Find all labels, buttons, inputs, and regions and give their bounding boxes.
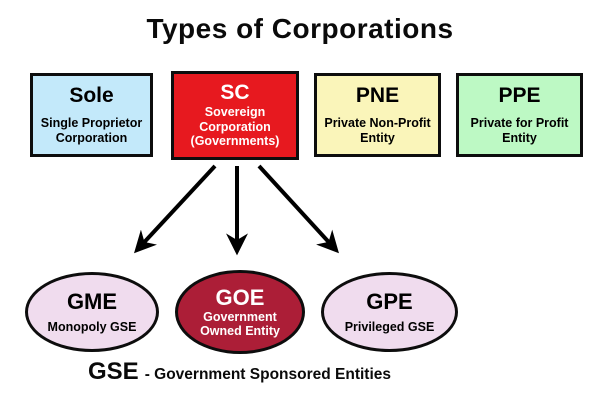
box-sc-acronym: SC — [220, 81, 250, 105]
box-sole-description: Single Proprietor Corporation — [40, 116, 143, 145]
arrow-sc-to-gpe — [257, 164, 339, 254]
box-sole: Sole Single Proprietor Corporation — [30, 73, 153, 157]
box-ppe: PPE Private for Profit Entity — [456, 73, 583, 157]
arrow-sc-to-gme — [134, 164, 217, 254]
ellipse-goe-acronym: GOE — [215, 284, 265, 310]
ellipse-gme-acronym: GME — [66, 288, 118, 314]
box-ppe-description: Private for Profit Entity — [470, 116, 569, 145]
box-sc: SC Sovereign Corporation (Governments) — [171, 71, 299, 160]
ellipse-goe-description: Government Owned Entity — [200, 309, 280, 339]
ellipse-gpe-acronym: GPE — [366, 288, 413, 314]
box-pne-acronym: PNE — [355, 84, 400, 108]
page-title: Types of Corporations — [146, 13, 454, 44]
box-ppe-acronym: PPE — [498, 84, 541, 108]
ellipse-gme-description: Monopoly GSE — [47, 319, 137, 334]
ellipse-goe: GOE Government Owned Entity — [175, 270, 305, 354]
box-sc-description: Sovereign Corporation (Governments) — [190, 105, 280, 149]
box-pne-description: Private Non-Profit Entity — [324, 116, 431, 145]
ellipse-gpe: GPE Privileged GSE — [321, 272, 458, 352]
box-sole-acronym: Sole — [69, 84, 114, 108]
box-pne: PNE Private Non-Profit Entity — [314, 73, 441, 157]
gse-legend: GSE - Government Sponsored Entities — [88, 358, 391, 386]
ellipse-gpe-description: Privileged GSE — [344, 319, 435, 334]
gse-legend-abbr: GSE — [88, 358, 139, 385]
ellipse-gme: GME Monopoly GSE — [25, 272, 159, 352]
gse-legend-text: - Government Sponsored Entities — [144, 366, 391, 383]
